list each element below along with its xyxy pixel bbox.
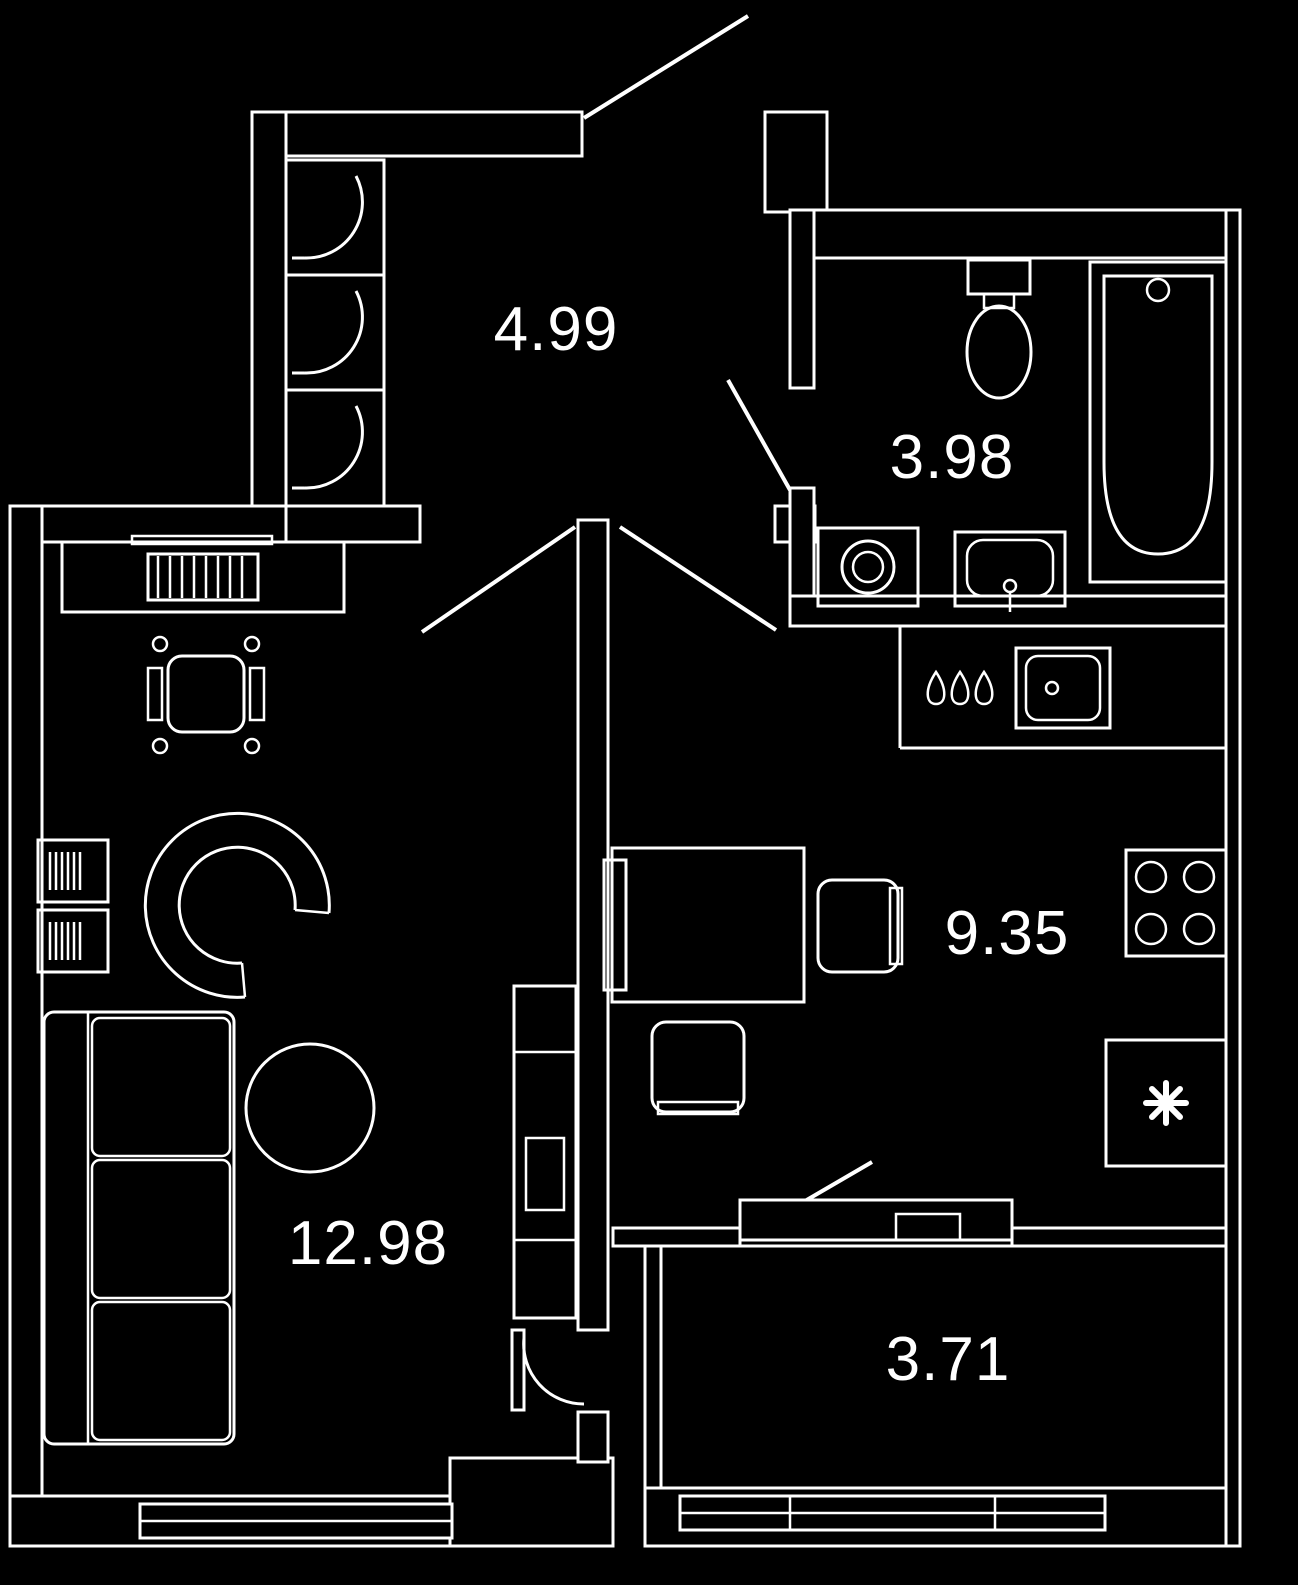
bathtub-icon	[1088, 260, 1228, 584]
tv-stand-icon	[130, 534, 274, 546]
wall-divider-lower	[576, 1410, 610, 1464]
room-area-bathroom: 3.98	[890, 423, 1015, 492]
coffee-table-icon	[244, 1042, 376, 1174]
windows	[138, 1494, 1107, 1540]
room-area-hallway: 4.99	[494, 295, 619, 364]
wall-bottom-step	[448, 1456, 615, 1548]
wall-kitchen-bottom-left	[611, 1226, 742, 1248]
room-area-living-room: 12.98	[288, 1209, 448, 1278]
kitchen-counter-icon	[898, 626, 1226, 750]
radiator-icon	[36, 838, 110, 904]
chair-icon	[816, 878, 904, 974]
bathroom-door-leaf-icon	[726, 379, 792, 491]
wall-hall-top	[250, 110, 584, 158]
living-room-window-icon	[138, 1502, 454, 1540]
balcony-threshold-icon	[738, 1198, 1014, 1242]
wall-hall-left	[250, 110, 288, 514]
chair-icon	[650, 1020, 746, 1116]
door-swing-icon	[510, 1328, 585, 1412]
wall-bathroom-top	[810, 208, 1242, 260]
sofa-icon	[42, 1010, 236, 1446]
doors	[420, 14, 874, 1412]
wall-bathroom-bottom	[788, 594, 1228, 628]
wall-bathroom-left-upper	[788, 208, 816, 390]
wall-outer-right	[1224, 208, 1242, 1548]
balcony-window-icon	[678, 1494, 1107, 1532]
room-labels: 4.99 3.98 9.35 12.98 3.71	[288, 295, 1070, 1394]
fridge-icon	[1104, 1038, 1228, 1168]
living-room-door-leaf-icon	[420, 525, 577, 634]
walls	[8, 110, 1242, 1548]
room-area-kitchen: 9.35	[945, 899, 1070, 968]
tv-icon	[146, 552, 260, 602]
bench-icon	[602, 858, 628, 992]
bathroom-sink-icon	[953, 530, 1067, 612]
balcony-outline	[659, 1244, 1228, 1490]
armchair-icon	[143, 811, 331, 999]
desk-icon	[60, 534, 346, 614]
toilet-icon	[965, 258, 1033, 400]
wall-outer-left	[8, 504, 44, 1548]
stove-icon	[1124, 848, 1228, 958]
wardrobe-icon	[284, 158, 386, 508]
wall-hall-bottom	[284, 504, 422, 544]
dining-table-icon	[602, 846, 806, 1004]
kitchen-door-leaf-icon	[618, 525, 778, 632]
washing-machine-icon	[816, 526, 920, 608]
office-chair-icon	[146, 635, 266, 755]
gas-burners-icon	[926, 669, 994, 706]
wall-entry-stub	[763, 110, 829, 214]
kitchen-sink-icon	[1014, 646, 1112, 730]
cabinet-icon	[512, 984, 578, 1320]
entrance-door-leaf-icon	[582, 14, 750, 120]
wall-kitchen-bottom-right	[1010, 1226, 1228, 1248]
radiator-icon	[36, 908, 110, 974]
room-area-balcony: 3.71	[886, 1325, 1011, 1394]
wall-bathroom-left-lower	[788, 486, 816, 610]
